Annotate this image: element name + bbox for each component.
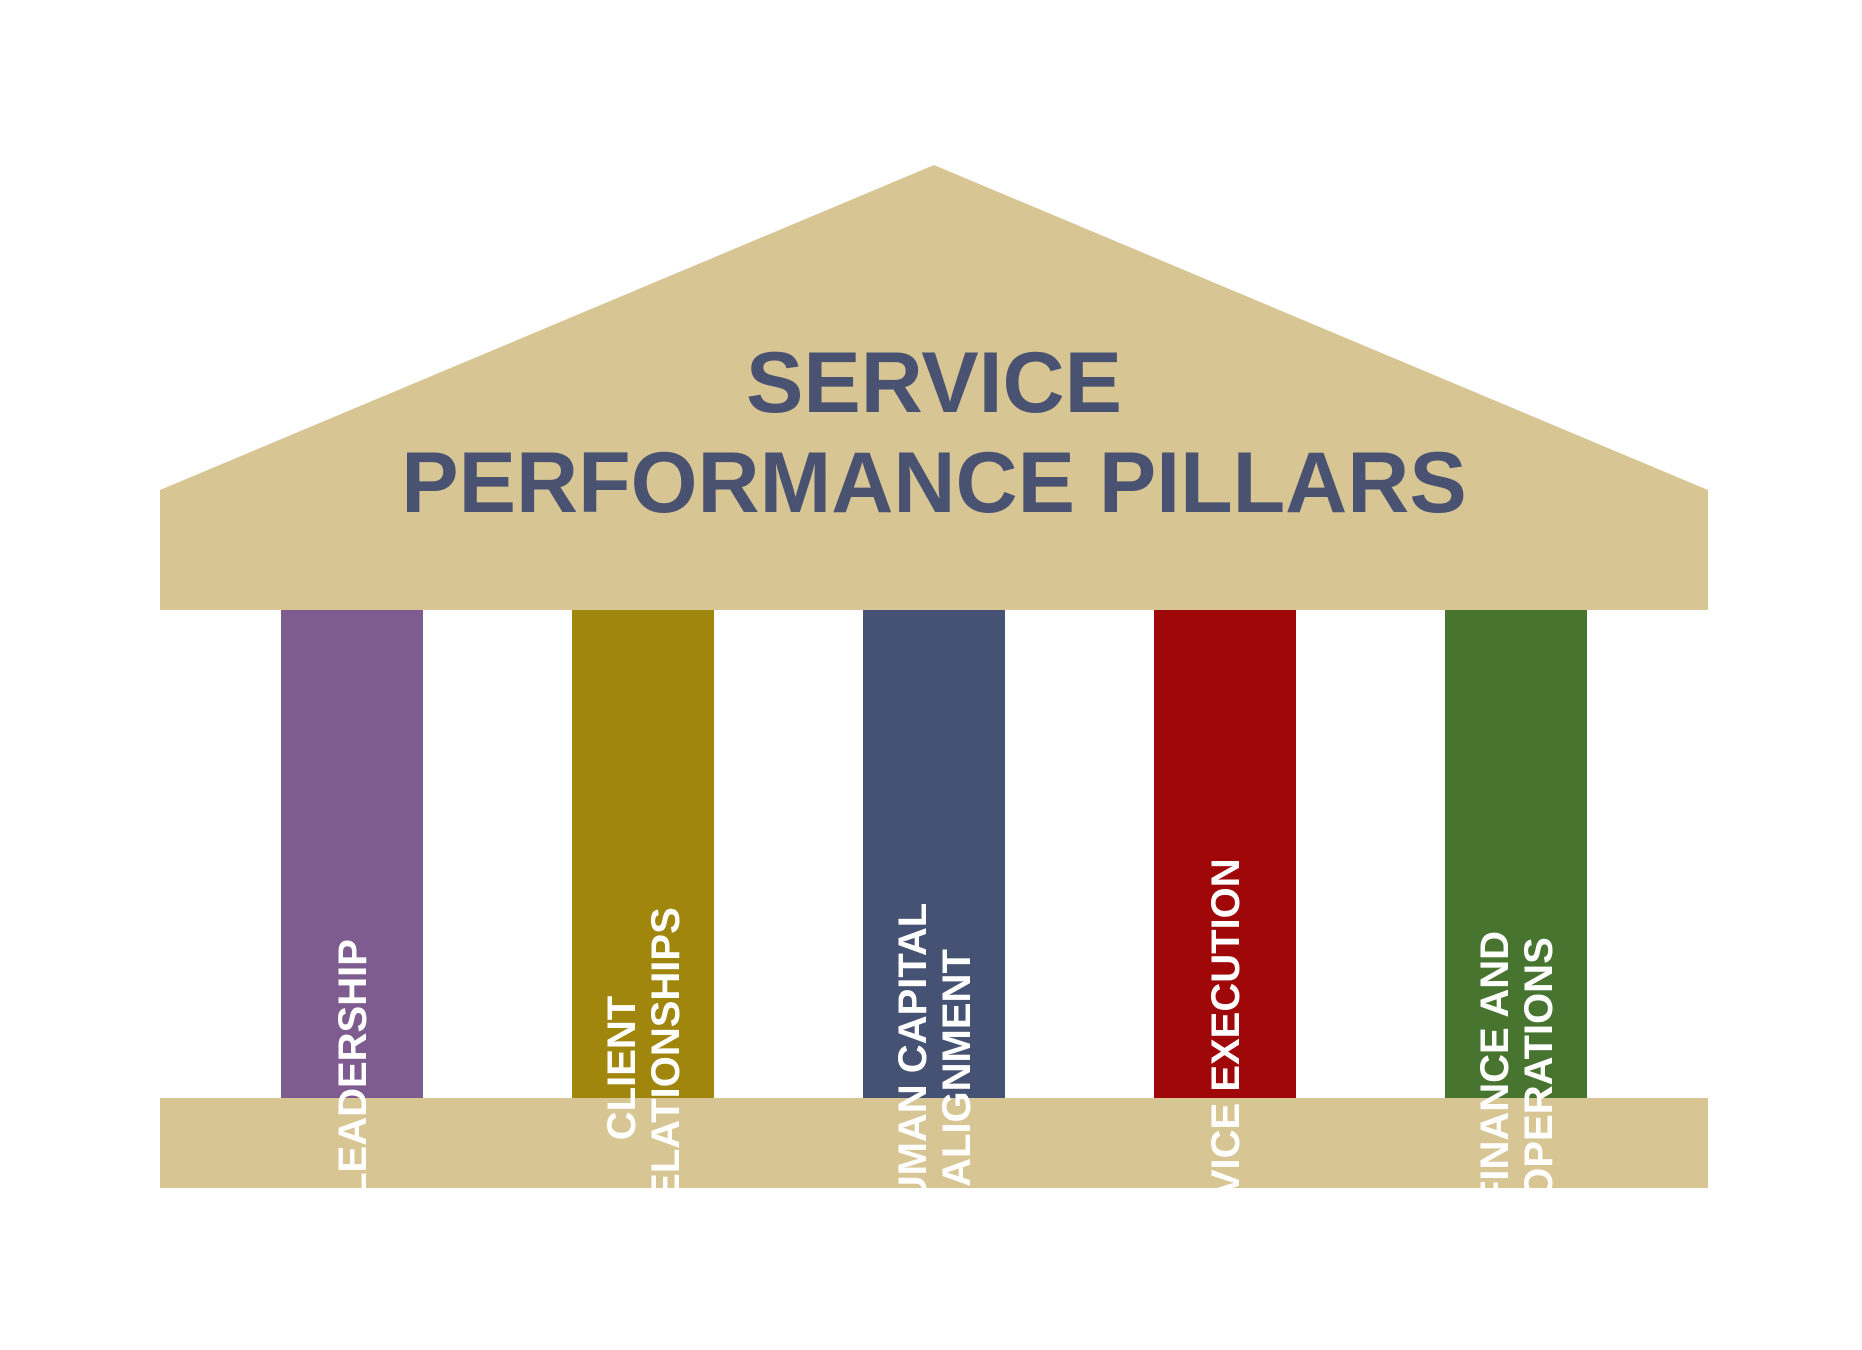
pillar-5 <box>1445 610 1587 1098</box>
title-line-2: PERFORMANCE PILLARS <box>401 435 1466 531</box>
pillar-4-label-line-1: SERVICE EXECUTION <box>1204 858 1248 1277</box>
pillar-2 <box>572 610 714 1098</box>
pillar-4 <box>1154 610 1296 1098</box>
pillar-3-label-line-1: HUMAN CAPITAL <box>891 903 935 1233</box>
pillar-5-label-line-2: OPERATIONS <box>1517 937 1561 1199</box>
base-platform <box>160 1098 1708 1188</box>
pillar-5-label-line-1: FINANCE AND <box>1473 931 1517 1205</box>
title-line-1: SERVICE <box>746 335 1122 431</box>
pillar-1 <box>281 610 423 1098</box>
pillar-3 <box>863 610 1005 1098</box>
pillar-1-label-line-1: LEADERSHIP <box>331 939 375 1197</box>
pillar-2-label-line-2: RELATIONSHIPS <box>644 907 688 1229</box>
roof-pediment <box>160 165 1708 610</box>
pillar-3-label-line-2: ALIGNMENT <box>935 949 979 1187</box>
pillar-2-label-line-1: CLIENT <box>600 996 644 1140</box>
